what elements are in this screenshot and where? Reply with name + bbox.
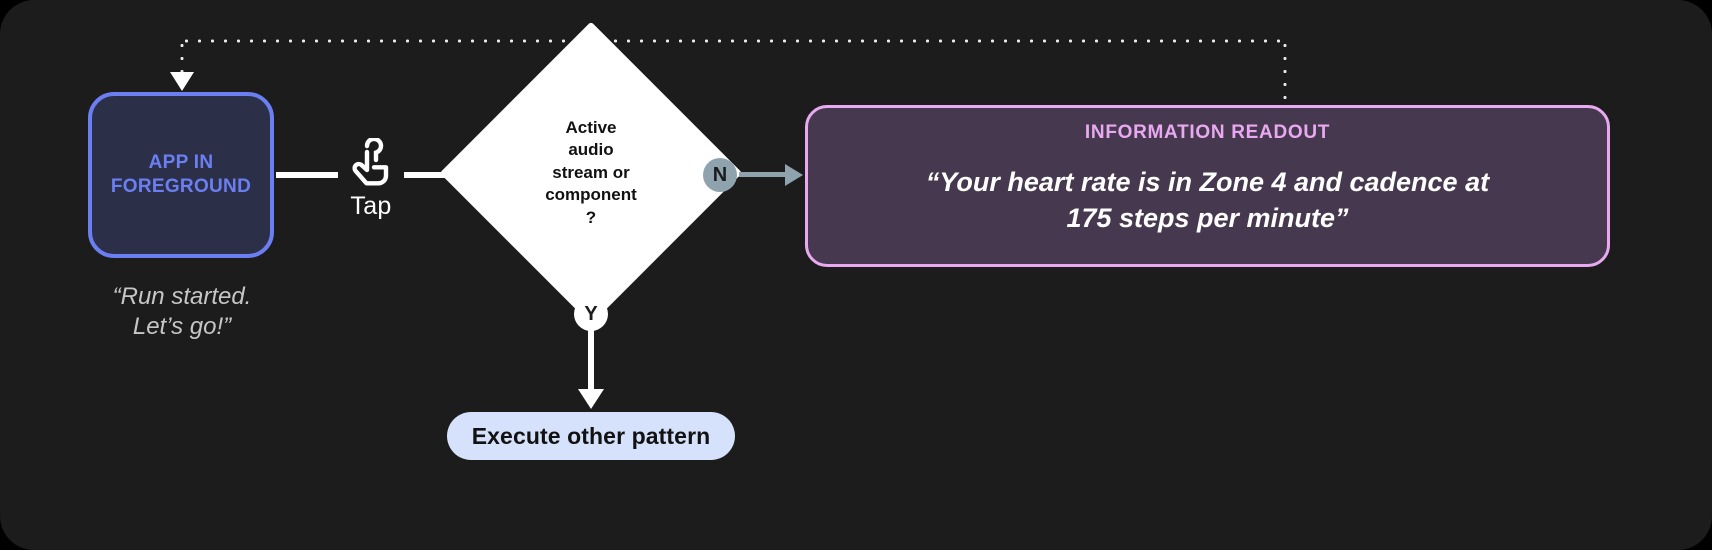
arrowhead-into-pill-icon [578, 389, 604, 409]
gesture-tap-group: Tap [336, 138, 406, 221]
gesture-tap-label: Tap [350, 192, 392, 220]
feedback-path-right [1283, 39, 1287, 107]
feedback-arrowhead-icon [170, 72, 194, 91]
tap-gesture-icon [352, 138, 389, 186]
node-app-caption: “Run started. Let’s go!” [112, 283, 252, 340]
readout-title: INFORMATION READOUT [1084, 122, 1331, 143]
node-decision[interactable]: Active audio stream or component ? [439, 21, 743, 325]
arrowhead-into-readout-icon [785, 164, 803, 186]
connector-app-to-tap [276, 172, 338, 178]
branch-badge-yes: Y [574, 297, 608, 331]
connector-decision-to-yes [588, 280, 594, 298]
connector-no-to-readout [739, 172, 787, 177]
node-app-label: APP IN FOREGROUND [110, 151, 252, 197]
feedback-path-top [180, 39, 1286, 43]
decision-label: Active audio stream or component ? [545, 117, 637, 227]
feedback-path-left [180, 39, 184, 75]
branch-badge-no: N [703, 158, 737, 192]
node-app-in-foreground[interactable]: APP IN FOREGROUND [88, 92, 274, 258]
node-execute-other-pattern[interactable]: Execute other pattern [447, 412, 735, 460]
pill-label: Execute other pattern [471, 422, 711, 449]
readout-body: “Your heart rate is in Zone 4 and cadenc… [925, 167, 1490, 234]
node-information-readout[interactable]: INFORMATION READOUT “Your heart rate is … [805, 105, 1610, 267]
connector-yes-to-pill [588, 330, 594, 392]
connector-tap-to-decision [404, 172, 472, 178]
